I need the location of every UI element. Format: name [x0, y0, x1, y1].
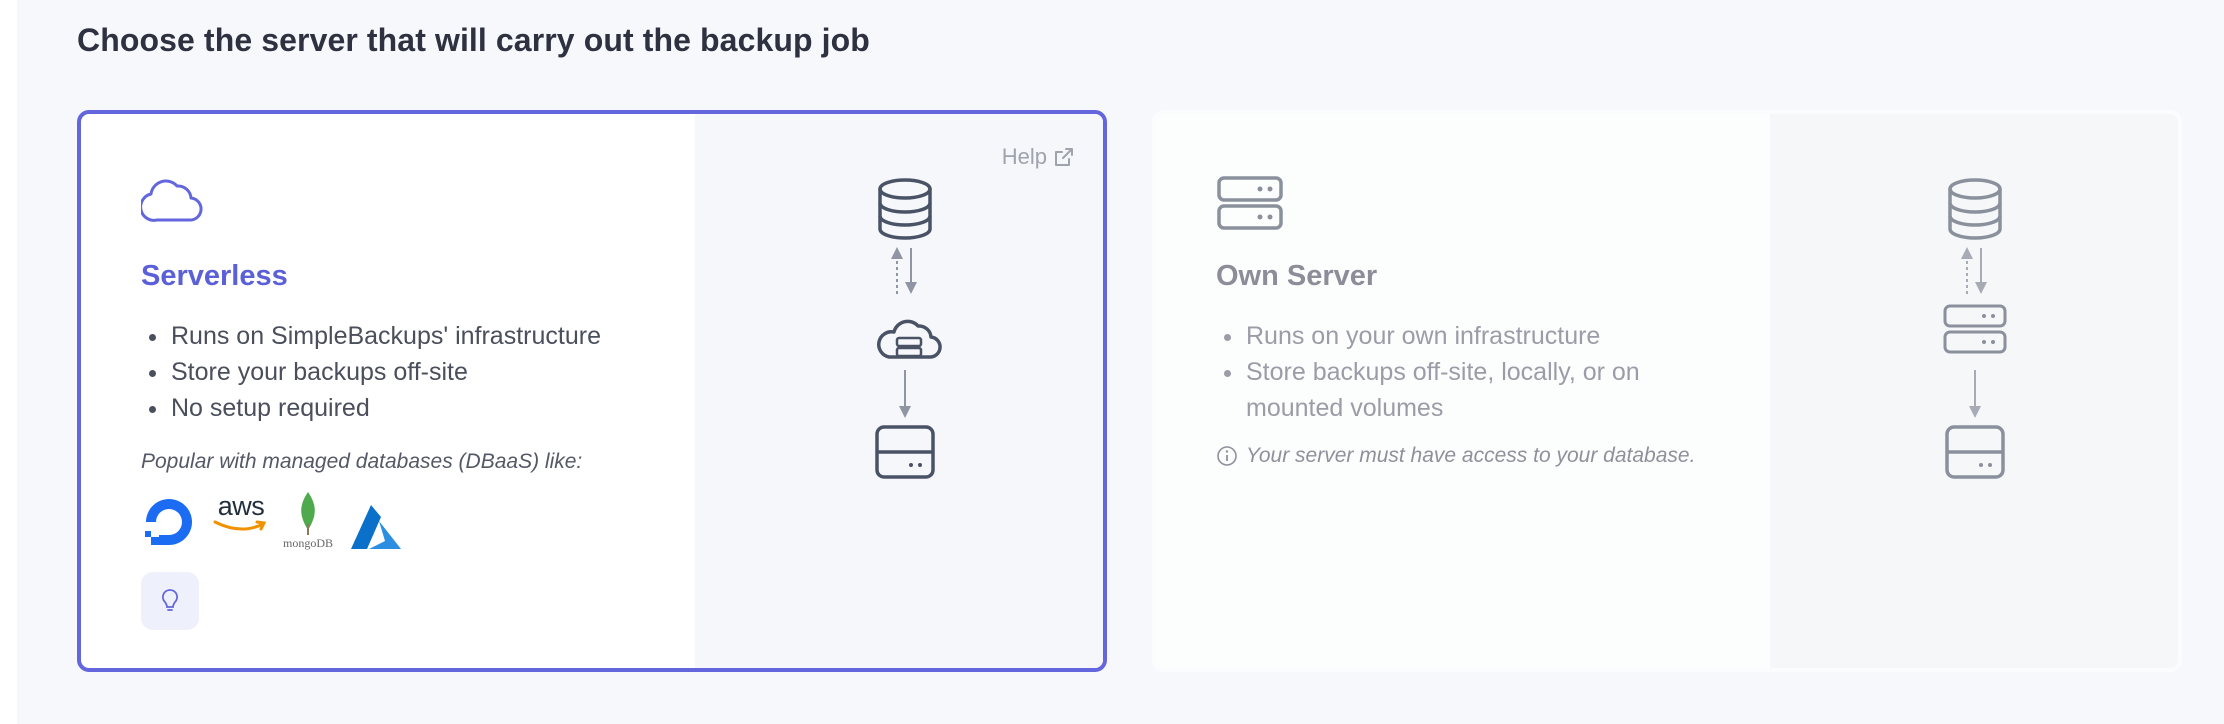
option-serverless-card[interactable]: Serverless Runs on SimpleBackups' infras…: [77, 110, 1107, 672]
own-server-diagram: [1770, 114, 2178, 668]
sync-arrows: [1961, 247, 1987, 294]
page-title: Choose the server that will carry out th…: [77, 22, 870, 58]
lightbulb-icon: [162, 589, 178, 611]
popular-with-text: Popular with managed databases (DBaaS) l…: [141, 450, 583, 473]
own-server-content: Own Server Runs on your own infrastructu…: [1156, 114, 1770, 668]
access-note: Your server must have access to your dat…: [1216, 444, 1695, 468]
external-link-icon: [1055, 148, 1073, 166]
aws-logo: aws: [213, 493, 269, 551]
help-label: Help: [1001, 144, 1047, 169]
feature-list: Runs on SimpleBackups' infrastructure St…: [141, 318, 689, 426]
option-title: Own Server: [1216, 260, 1378, 292]
feature-item: No setup required: [169, 390, 689, 426]
azure-logo: [347, 503, 405, 551]
feature-item: Store backups off-site, locally, or on m…: [1244, 354, 1714, 426]
option-own-server-card[interactable]: Own Server Runs on your own infrastructu…: [1152, 110, 2182, 672]
cloud-icon: [139, 174, 203, 229]
aws-wordmark: aws: [217, 491, 265, 521]
server-icon: [1943, 304, 2007, 354]
serverless-diagram: Help: [695, 114, 1103, 668]
down-arrow: [1969, 370, 1981, 418]
serverless-content: Serverless Runs on SimpleBackups' infras…: [81, 114, 695, 668]
database-icon: [878, 178, 932, 240]
database-icon: [1948, 178, 2002, 240]
digitalocean-logo: [141, 493, 199, 551]
mongodb-wordmark: mongoDB: [283, 536, 334, 550]
cloud-server-icon: [877, 319, 942, 359]
storage-drive-icon: [1945, 425, 2005, 479]
feature-item: Store your backups off-site: [169, 354, 689, 390]
feature-item: Runs on your own infrastructure: [1244, 318, 1714, 354]
access-note-text: Your server must have access to your dat…: [1246, 444, 1696, 467]
mongodb-logo: mongoDB: [283, 490, 333, 551]
feature-item: Runs on SimpleBackups' infrastructure: [169, 318, 689, 354]
storage-drive-icon: [875, 425, 935, 479]
dbaas-logos: aws mongoDB: [141, 490, 405, 551]
server-icon: [1216, 174, 1284, 239]
option-title: Serverless: [141, 260, 288, 292]
backup-server-panel: Choose the server that will carry out th…: [17, 0, 2224, 724]
amazon-smile-icon: [213, 520, 267, 531]
tip-button[interactable]: [141, 572, 199, 630]
feature-list: Runs on your own infrastructure Store ba…: [1216, 318, 1714, 426]
info-icon: [1217, 446, 1237, 466]
down-arrow: [899, 370, 911, 418]
sync-arrows: [891, 247, 917, 294]
help-link[interactable]: Help: [1002, 144, 1075, 170]
